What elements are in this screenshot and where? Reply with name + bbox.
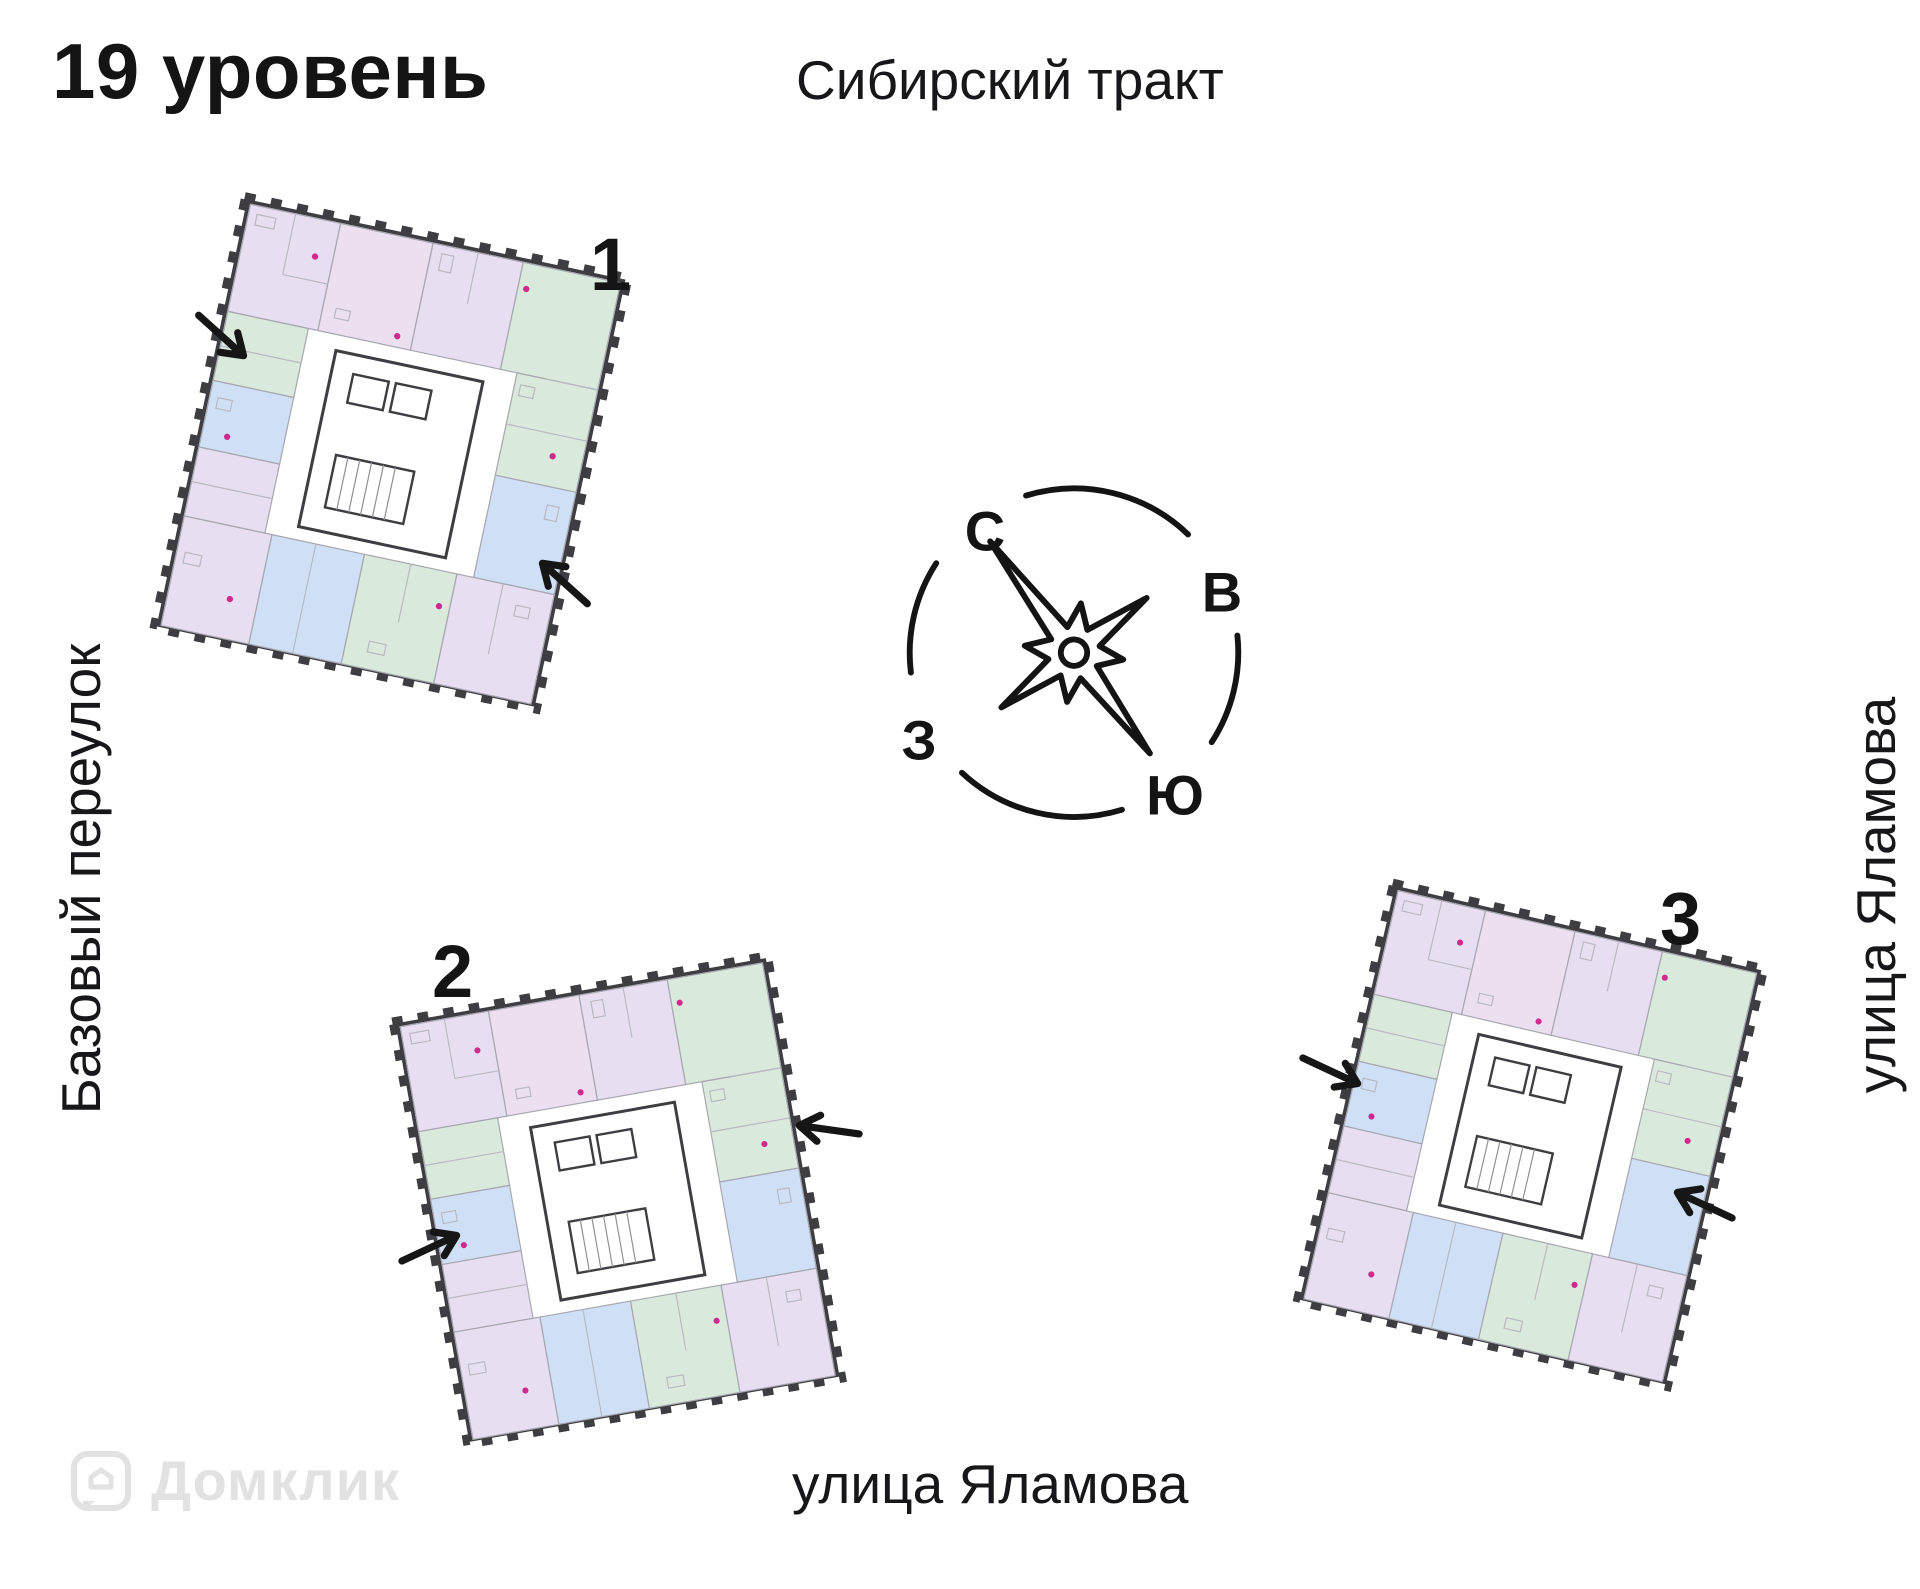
compass-east-label: В — [1201, 560, 1243, 624]
domklik-logo-icon — [71, 1450, 131, 1511]
building-2-number: 2 — [432, 930, 474, 1013]
watermark-label: Домклик — [151, 1449, 401, 1512]
compass-north-label: С — [964, 499, 1006, 563]
street-label-top: Сибирский тракт — [796, 49, 1224, 111]
compass-south-label: Ю — [1146, 763, 1204, 827]
compass-rose-icon — [906, 485, 1242, 820]
building-3-number: 3 — [1660, 877, 1702, 960]
watermark: Домклик — [69, 1448, 400, 1513]
compass-rose — [854, 447, 1294, 873]
compass-west-label: З — [901, 708, 937, 772]
building-1-number: 1 — [590, 223, 632, 306]
page-title: 19 уровень — [52, 27, 489, 115]
street-label-left: Базовый переулок — [50, 643, 112, 1115]
street-label-bottom: улица Яламова — [792, 1453, 1189, 1515]
building-2-plan-icon — [388, 951, 847, 1450]
street-label-right: улица Яламова — [1845, 696, 1907, 1094]
building-1-plan-icon — [149, 191, 634, 714]
floor-plan-building-1 — [149, 191, 634, 714]
floor-plan-building-2 — [388, 951, 847, 1450]
